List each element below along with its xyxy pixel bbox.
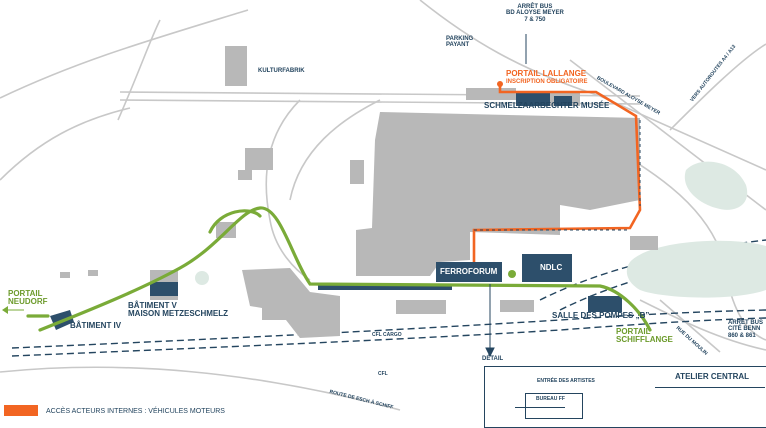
- ferroforum-building: [436, 262, 502, 282]
- arret-bus-top-line3: 7 & 750: [524, 16, 546, 23]
- water-bodies: [195, 161, 766, 298]
- highlighted-buildings: [50, 92, 622, 330]
- nldc-label: NDLC: [540, 263, 563, 272]
- salle-pompes-label: SALLE DES POMPES „B”: [552, 311, 650, 320]
- road-inner-loop: [289, 99, 381, 201]
- cfl-rail: [11, 317, 766, 357]
- detail-arrow-head: [485, 347, 495, 358]
- pond-north: [684, 161, 748, 210]
- portail-neudorf-label: PORTAIL NEUDORF: [8, 289, 48, 307]
- ferroforum-label: FERROFORUM: [440, 267, 498, 276]
- small-pond: [195, 271, 209, 285]
- entree-artistes-label: ENTRÉE DES ARTISTES: [537, 378, 595, 384]
- atelier-central-inset: ATELIER CENTRAL ENTRÉE DES ARTISTES BURE…: [484, 366, 766, 428]
- building-mid-south-2: [500, 300, 534, 312]
- arret-bus-right-line2: CITÉ BENN: [728, 326, 761, 333]
- arret-bus-top-line2: BD ALOYSE MEYER: [506, 10, 564, 17]
- road-vers-autoroutes: [669, 43, 766, 131]
- cfl-label: CFL: [378, 371, 388, 377]
- parking-line1: PARKING: [446, 36, 474, 42]
- salle-des-pompes-building: [588, 296, 622, 312]
- kulturfabrik-label: KULTURFABRIK: [258, 68, 305, 74]
- portail-schifflange-label: PORTAIL SCHIFFLANGE: [616, 327, 673, 345]
- arret-bus-right-label: ARRÊT BUS CITÉ BENN 860 & 861: [728, 320, 763, 339]
- bureau-ff-label: BUREAU FF: [536, 396, 565, 402]
- vehicle-route: [472, 81, 642, 262]
- legend-swatch-orange: [4, 405, 38, 416]
- road-north-west: [0, 9, 249, 99]
- arret-bus-right-line3: 860 & 861: [728, 332, 756, 339]
- nldc-building: [522, 254, 572, 282]
- building-west-b: [238, 170, 252, 180]
- building-north-1: [466, 88, 516, 100]
- portail-lallange-marker: [497, 81, 503, 87]
- central-rail-building: [318, 284, 452, 290]
- portail-neudorf-line2: NEUDORF: [8, 297, 48, 307]
- building-mid-a: [350, 160, 364, 184]
- building-east-small: [630, 236, 658, 250]
- building-west-small: [60, 272, 70, 278]
- road-central-loop: [265, 99, 311, 281]
- musee-building: [516, 92, 550, 106]
- orange-route-hatched: [474, 120, 641, 231]
- batiment-v-line1: BÂTIMENT V: [128, 301, 177, 310]
- batiment-iv-label: BÂTIMENT IV: [70, 321, 122, 330]
- road-bottom-right: [639, 299, 766, 351]
- route-de-esch: [0, 366, 401, 411]
- road-west-loop: [0, 107, 131, 181]
- inset-wall: [515, 407, 565, 408]
- inset-wall-right: [655, 387, 765, 388]
- batiment-v-line2: MAISON METZESCHMELZ: [128, 309, 228, 319]
- portail-schifflange-line2: SCHIFFLANGE: [616, 335, 673, 345]
- road-north-diagonal: [117, 19, 161, 121]
- cfl-cargo-rail: [11, 309, 766, 349]
- green-path-main: [38, 206, 652, 332]
- atelier-central-title: ATELIER CENTRAL: [675, 372, 750, 381]
- parking-label: PARKING PAYANT: [446, 36, 473, 49]
- legend-text: ACCÈS ACTEURS INTERNES : VÉHICULES MOTEU…: [46, 408, 225, 415]
- bureau-ff-room: BUREAU FF: [525, 393, 583, 419]
- building-kulturfabrik: [225, 46, 247, 86]
- batiment-v-label: BÂTIMENT V MAISON METZESCHMELZ: [128, 301, 228, 319]
- green-path-loop: [208, 209, 262, 234]
- cfl-cargo-label: CFL CARGO: [372, 332, 402, 338]
- pedestrian-paths: [26, 206, 652, 332]
- musee-annex: [554, 96, 572, 106]
- roads: [0, 0, 766, 411]
- detail-label: DÉTAIL: [482, 356, 504, 362]
- musee-label: SCHMELZAARBECHTER MUSÉE: [484, 101, 610, 110]
- arret-bus-top-line1: ARRÊT BUS: [517, 4, 553, 10]
- main-blast-furnace-building: [356, 112, 640, 276]
- building-west-small-2: [88, 270, 98, 276]
- pond-south: [626, 240, 766, 298]
- arrows: [2, 34, 527, 358]
- arret-bus-right-line1: ARRÊT BUS: [728, 320, 764, 326]
- batiment-v-building: [150, 282, 178, 296]
- rue-du-moulin: [659, 299, 721, 353]
- building-mid-south-1: [396, 300, 446, 314]
- site-map: [0, 0, 766, 411]
- inscription-label: INSCRIPTION OBLIGATOIRE: [506, 79, 588, 85]
- parking-line2: PAYANT: [446, 42, 470, 49]
- portail-lallange-label: PORTAIL LALLANGE: [506, 69, 587, 78]
- portail-schifflange-line1: PORTAIL: [616, 327, 651, 336]
- building-west-a: [245, 148, 273, 170]
- neudorf-arrow-head: [2, 306, 8, 314]
- buildings: [60, 46, 658, 338]
- green-dot: [508, 270, 516, 278]
- portail-neudorf-line1: PORTAIL: [8, 289, 43, 298]
- building-south-complex: [242, 268, 340, 338]
- arret-bus-top-label: ARRÊT BUS BD ALOYSE MEYER 7 & 750: [506, 4, 564, 23]
